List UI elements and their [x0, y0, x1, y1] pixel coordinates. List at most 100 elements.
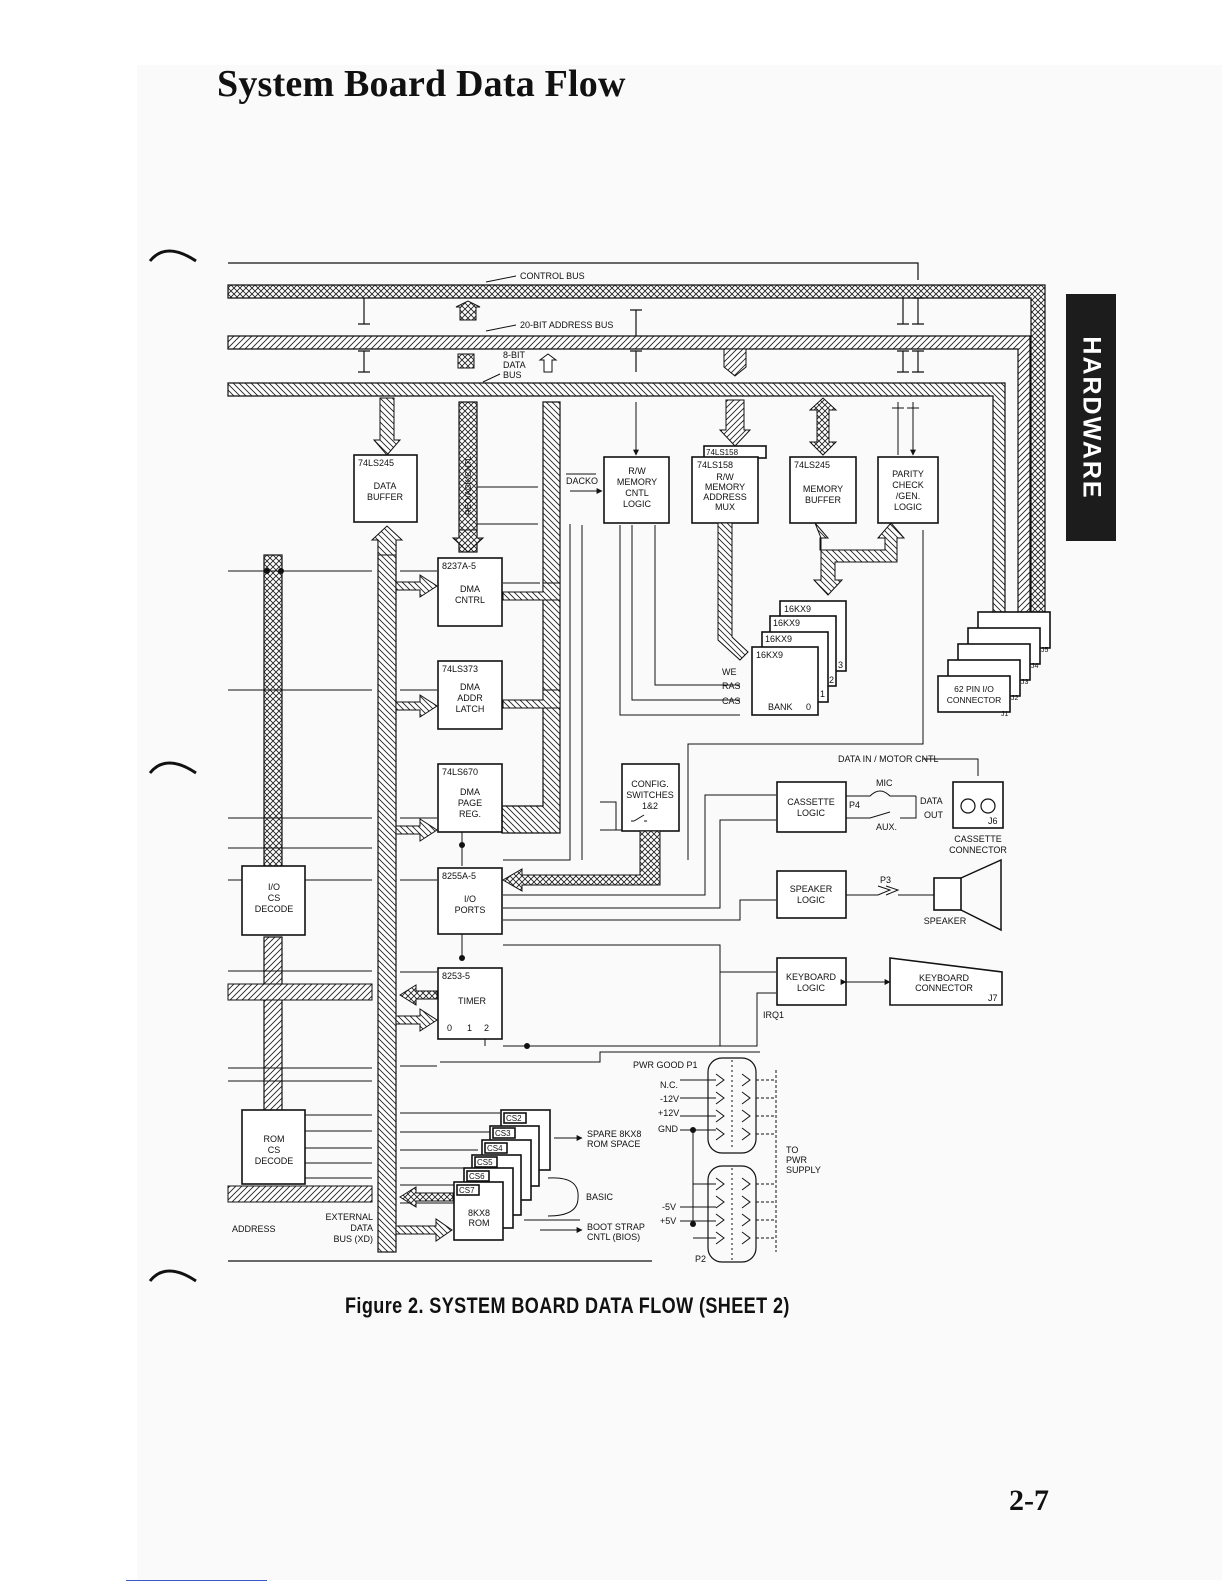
svg-text:74LS158: 74LS158: [706, 448, 739, 457]
svg-text:8255A-5: 8255A-5: [442, 871, 476, 881]
dma-address-bus: [501, 401, 561, 834]
io-address-bus: [263, 554, 283, 868]
speaker-logic-block: SPEAKER LOGIC: [776, 870, 847, 919]
svg-text:LOGIC: LOGIC: [797, 895, 826, 905]
keyboard-connector: KEYBOARD CONNECTOR J7: [889, 957, 1003, 1006]
svg-text:TO: TO: [786, 1145, 798, 1155]
svg-text:-12V: -12V: [660, 1094, 679, 1104]
svg-text:3: 3: [838, 660, 843, 670]
svg-text:CS2: CS2: [506, 1114, 522, 1123]
rw-memory-cntl-block: R/W MEMORY CNTL LOGIC: [603, 456, 670, 524]
svg-text:8253-5: 8253-5: [442, 971, 470, 981]
svg-text:SPEAKER: SPEAKER: [924, 916, 967, 926]
bus-arrow: [723, 348, 747, 377]
svg-text:MUX: MUX: [715, 502, 735, 512]
svg-text:P4: P4: [849, 800, 860, 810]
cassette-logic-block: CASSETTE LOGIC: [776, 781, 847, 833]
svg-text:74LS245: 74LS245: [794, 460, 830, 470]
svg-text:P2: P2: [695, 1254, 706, 1264]
svg-text:1&2: 1&2: [642, 801, 658, 811]
signal-lines: [228, 486, 979, 1204]
svg-text:CS7: CS7: [459, 1186, 475, 1195]
dacko-signal: [566, 473, 602, 491]
svg-text:SPARE 8KX8: SPARE 8KX8: [587, 1129, 641, 1139]
req-ack-label: REQ/ACK/CNTL: [464, 455, 473, 515]
svg-text:+5V: +5V: [660, 1216, 676, 1226]
svg-text:LOGIC: LOGIC: [797, 808, 826, 818]
svg-text:J1: J1: [1001, 711, 1009, 718]
svg-text:DECODE: DECODE: [255, 1156, 294, 1166]
section-tab: HARDWARE: [1066, 294, 1116, 541]
svg-text:ADDR: ADDR: [457, 693, 483, 703]
svg-text:OUT: OUT: [924, 810, 944, 820]
bus-arrow: [455, 300, 481, 321]
footer-line: [126, 1580, 267, 1581]
rom-cs-decode-block: ROM CS DECODE: [241, 1109, 306, 1185]
svg-text:/GEN.: /GEN.: [896, 491, 921, 501]
svg-text:EXTERNAL: EXTERNAL: [325, 1212, 373, 1222]
svg-text:DATA: DATA: [350, 1223, 373, 1233]
svg-text:I/O: I/O: [464, 894, 476, 904]
svg-text:REG.: REG.: [459, 809, 481, 819]
svg-text:74LS670: 74LS670: [442, 767, 478, 777]
svg-text:1: 1: [467, 1023, 472, 1033]
svg-text:CONFIG.: CONFIG.: [631, 779, 669, 789]
svg-text:ROM SPACE: ROM SPACE: [587, 1139, 640, 1149]
parity-block: PARITY CHECK /GEN. LOGIC: [877, 456, 939, 524]
svg-text:CS: CS: [268, 893, 281, 903]
svg-text:CASSETTE: CASSETTE: [954, 834, 1002, 844]
svg-text:SPEAKER: SPEAKER: [790, 884, 833, 894]
svg-text:74LS158: 74LS158: [697, 460, 733, 470]
part-number: 74LS245: [358, 458, 394, 468]
svg-text:DMA: DMA: [460, 682, 480, 692]
svg-text:DATA: DATA: [374, 481, 397, 491]
local-data-bus: [377, 539, 397, 1253]
svg-text:1: 1: [820, 689, 825, 699]
address-label: ADDRESS: [232, 1224, 276, 1234]
svg-text:CNTL (BIOS): CNTL (BIOS): [587, 1232, 640, 1242]
data-motor-label: DATA IN / MOTOR CNTL: [838, 754, 939, 764]
svg-text:CS3: CS3: [495, 1129, 511, 1138]
config-bus: [502, 830, 661, 892]
svg-text:74LS373: 74LS373: [442, 664, 478, 674]
svg-text:CNTRL: CNTRL: [455, 595, 485, 605]
bus-arrow: [538, 353, 558, 373]
svg-text:R/W: R/W: [628, 466, 646, 476]
page-number: 2-7: [1009, 1484, 1049, 1517]
svg-text:AUX.: AUX.: [876, 822, 897, 832]
cas-signal: CAS: [722, 696, 741, 706]
svg-text:DMA: DMA: [460, 787, 480, 797]
svg-text:CS4: CS4: [487, 1144, 503, 1153]
keyboard-logic-block: KEYBOARD LOGIC: [776, 957, 847, 1006]
data-bus-label: 8-BIT: [503, 350, 526, 360]
svg-text:DMA: DMA: [460, 584, 480, 594]
svg-text:CS: CS: [268, 1145, 281, 1155]
svg-text:2: 2: [829, 675, 834, 685]
svg-text:J7: J7: [988, 993, 998, 1003]
svg-text:CNTL: CNTL: [625, 488, 649, 498]
svg-text:SUPPLY: SUPPLY: [786, 1165, 821, 1175]
binding-mark: [148, 755, 200, 775]
dma-page-register-block: 74LS670 DMA PAGE REG.: [437, 763, 503, 833]
svg-text:16KX9: 16KX9: [784, 604, 811, 614]
svg-text:BUFFER: BUFFER: [805, 495, 842, 505]
io-slots: 62 PIN I/O CONNECTOR J5 J4 J3 J2 J1: [937, 611, 1051, 718]
dma-controller-block: 8237A-5 DMA CNTRL: [437, 557, 503, 627]
speaker: [933, 858, 1002, 932]
power-connectors: [680, 1057, 777, 1263]
rom-address-bus: [263, 936, 283, 1115]
svg-text:CS6: CS6: [469, 1172, 485, 1181]
svg-text:ROM: ROM: [264, 1134, 285, 1144]
svg-text:DATA: DATA: [920, 796, 943, 806]
svg-text:J5: J5: [1041, 647, 1049, 654]
io-cs-decode-block: I/O CS DECODE: [241, 865, 306, 936]
bus-pointer: [482, 275, 517, 383]
control-bus-label: CONTROL BUS: [520, 271, 585, 281]
svg-text:LATCH: LATCH: [456, 704, 485, 714]
svg-text:SWITCHES: SWITCHES: [626, 790, 674, 800]
rom-chip-stack: CS2 CS3 CS4 CS5 CS6 CS7 8KX8 ROM: [453, 1109, 551, 1241]
svg-text:CS5: CS5: [477, 1158, 493, 1167]
we-signal: WE: [722, 667, 737, 677]
dma-address-latch-block: 74LS373 DMA ADDR LATCH: [437, 660, 503, 730]
svg-text:16KX9: 16KX9: [765, 634, 792, 644]
